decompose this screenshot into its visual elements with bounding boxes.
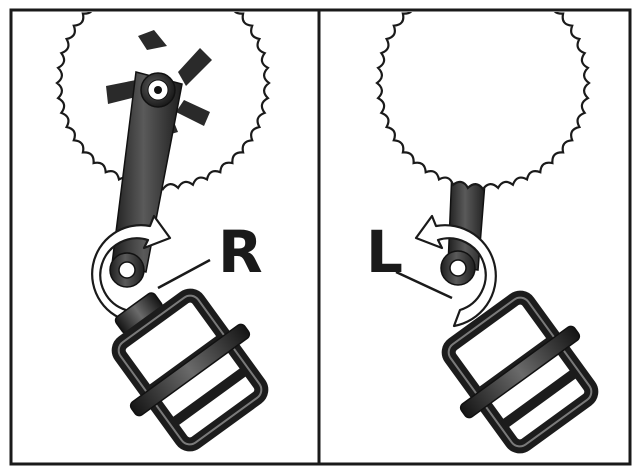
pedal-axle (459, 325, 581, 419)
pedal-axle (129, 323, 251, 417)
clockwise-rotation-arrow (91, 214, 172, 324)
chainring-outline (375, 12, 591, 191)
chainring-outline (55, 12, 271, 191)
pedal (441, 290, 599, 454)
right-side-panel: R (55, 12, 271, 452)
label-leader-line (157, 258, 211, 290)
pedal (111, 288, 269, 452)
label-leader-line (395, 270, 453, 300)
counterclockwise-rotation-arrow (414, 214, 497, 328)
right-pedal-label: R (218, 218, 263, 286)
left-side-panel: L (366, 12, 599, 454)
left-pedal-label: L (366, 218, 403, 286)
